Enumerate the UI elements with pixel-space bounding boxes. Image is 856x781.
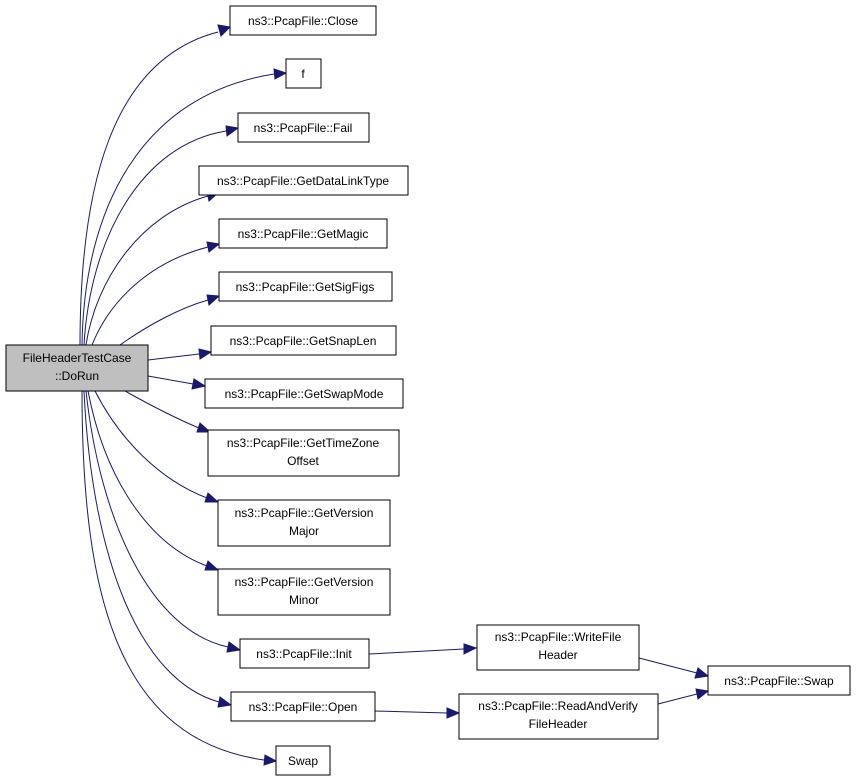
node-fail-box: [237, 112, 370, 143]
node-pcapfile-swap-label: ns3::PcapFile::Swap: [724, 674, 834, 688]
node-getversionminor-box: [217, 568, 391, 616]
node-getsnaplen-box: [210, 325, 397, 356]
node-getsigfigs-label: ns3::PcapFile::GetSigFigs: [236, 280, 375, 294]
node-writefileheader-line-1: ns3::PcapFile::WriteFile: [495, 630, 622, 644]
node-readandverifyfileheader-box: [458, 693, 659, 740]
node-getsnaplen[interactable]: ns3::PcapFile::GetSnapLen: [210, 325, 397, 356]
edge-root-getversionminor: [87, 390, 208, 567]
edge-root-open: [83, 390, 220, 703]
node-fail-label: ns3::PcapFile::Fail: [254, 121, 353, 135]
edge-root-gettimezone: [124, 390, 200, 429]
node-getversionminor-line-2: Minor: [289, 593, 319, 607]
arrow-root-fail: [225, 125, 240, 137]
arrow-root-f: [273, 68, 288, 80]
edge-root-swap: [81, 390, 265, 761]
node-close[interactable]: ns3::PcapFile::Close: [229, 5, 377, 36]
arrow-open-readandverify: [446, 707, 461, 719]
arrow-root-getsigfigs: [206, 294, 221, 306]
node-readandverifyfileheader-line-1: ns3::PcapFile::ReadAndVerify: [478, 699, 637, 713]
arrow-root-getversionminor: [204, 560, 220, 571]
arrow-root-init: [226, 641, 242, 653]
node-gettimezoneoffset-line-1: ns3::PcapFile::GetTimeZone: [227, 436, 380, 450]
arrow-writefileheader-swap: [694, 667, 710, 679]
edge-writefileheader-swap: [638, 657, 698, 674]
arrow-root-getsnaplen: [198, 348, 213, 360]
edge-root-f: [81, 73, 275, 346]
edge-root-getdatalinktype: [85, 195, 209, 346]
edge-root-getsnaplen: [147, 353, 200, 361]
node-root-line-2: ::DoRun: [55, 369, 99, 383]
node-getsigfigs-box: [218, 271, 393, 302]
edge-root-init: [85, 390, 229, 648]
node-f[interactable]: f: [285, 58, 322, 89]
node-getsigfigs[interactable]: ns3::PcapFile::GetSigFigs: [218, 271, 393, 302]
node-init[interactable]: ns3::PcapFile::Init: [239, 638, 370, 669]
arrow-root-getswapmode: [191, 378, 207, 390]
node-readandverifyfileheader-line-2: FileHeader: [529, 717, 588, 731]
arrow-root-gettimezone: [196, 422, 212, 433]
edge-root-getswapmode: [147, 375, 194, 385]
node-open-box: [230, 691, 376, 722]
arrow-readandverify-swap: [695, 688, 710, 700]
node-getversionminor[interactable]: ns3::PcapFile::GetVersion Minor: [217, 568, 391, 616]
edge-root-fail: [83, 130, 227, 346]
node-gettimezoneoffset-box: [207, 429, 400, 477]
node-readandverifyfileheader[interactable]: ns3::PcapFile::ReadAndVerify FileHeader: [458, 693, 659, 740]
node-getdatalinktype[interactable]: ns3::PcapFile::GetDataLinkType: [198, 165, 409, 196]
node-f-label: f: [301, 67, 305, 81]
node-gettimezoneoffset[interactable]: ns3::PcapFile::GetTimeZone Offset: [207, 429, 400, 477]
edge-open-readandverify: [374, 710, 448, 714]
node-pcapfile-swap-box: [707, 665, 851, 696]
node-init-label: ns3::PcapFile::Init: [256, 647, 352, 661]
node-getdatalinktype-box: [198, 165, 409, 196]
node-writefileheader[interactable]: ns3::PcapFile::WriteFile Header: [476, 624, 640, 671]
node-writefileheader-line-2: Header: [538, 648, 577, 662]
node-gettimezoneoffset-line-2: Offset: [287, 454, 319, 468]
node-getmagic[interactable]: ns3::PcapFile::GetMagic: [218, 218, 388, 249]
node-getversionmajor-box: [217, 499, 391, 547]
arrow-root-close: [217, 24, 232, 37]
edge-root-getversionmajor: [94, 390, 208, 499]
node-f-box: [285, 58, 322, 89]
edge-init-writefileheader: [368, 648, 465, 655]
node-swap[interactable]: Swap: [275, 745, 331, 776]
node-getversionminor-line-1: ns3::PcapFile::GetVersion: [235, 575, 374, 589]
arrow-root-open: [217, 696, 233, 708]
arrow-root-getversionmajor: [204, 492, 220, 503]
edge-root-getsigfigs: [119, 299, 209, 346]
node-open[interactable]: ns3::PcapFile::Open: [230, 691, 376, 722]
arrow-root-getmagic: [206, 241, 221, 253]
node-getversionmajor[interactable]: ns3::PcapFile::GetVersion Major: [217, 499, 391, 547]
node-getsnaplen-label: ns3::PcapFile::GetSnapLen: [230, 334, 377, 348]
node-swap-label: Swap: [288, 754, 318, 768]
node-getswapmode-label: ns3::PcapFile::GetSwapMode: [225, 387, 384, 401]
edge-root-getmagic: [91, 246, 209, 346]
node-getmagic-label: ns3::PcapFile::GetMagic: [238, 227, 369, 241]
edge-root-close: [79, 31, 219, 346]
node-getdatalinktype-label: ns3::PcapFile::GetDataLinkType: [217, 174, 389, 188]
node-getswapmode[interactable]: ns3::PcapFile::GetSwapMode: [204, 378, 404, 409]
node-fail[interactable]: ns3::PcapFile::Fail: [237, 112, 370, 143]
node-pcapfile-swap[interactable]: ns3::PcapFile::Swap: [707, 665, 851, 696]
node-getversionmajor-line-2: Major: [289, 524, 319, 538]
node-init-box: [239, 638, 370, 669]
node-open-label: ns3::PcapFile::Open: [249, 700, 358, 714]
node-writefileheader-box: [476, 624, 640, 671]
node-getversionmajor-line-1: ns3::PcapFile::GetVersion: [235, 506, 374, 520]
arrow-root-swap: [263, 754, 278, 766]
node-swap-box: [275, 745, 331, 776]
node-close-box: [229, 5, 377, 36]
node-root[interactable]: FileHeaderTestCase ::DoRun: [5, 344, 149, 392]
node-close-label: ns3::PcapFile::Close: [248, 14, 358, 28]
node-root-line-1: FileHeaderTestCase: [23, 351, 132, 365]
arrow-init-writefileheader: [463, 643, 478, 655]
edge-readandverify-swap: [657, 693, 698, 705]
node-root-box: [5, 344, 149, 392]
node-getswapmode-box: [204, 378, 404, 409]
node-getmagic-box: [218, 218, 388, 249]
